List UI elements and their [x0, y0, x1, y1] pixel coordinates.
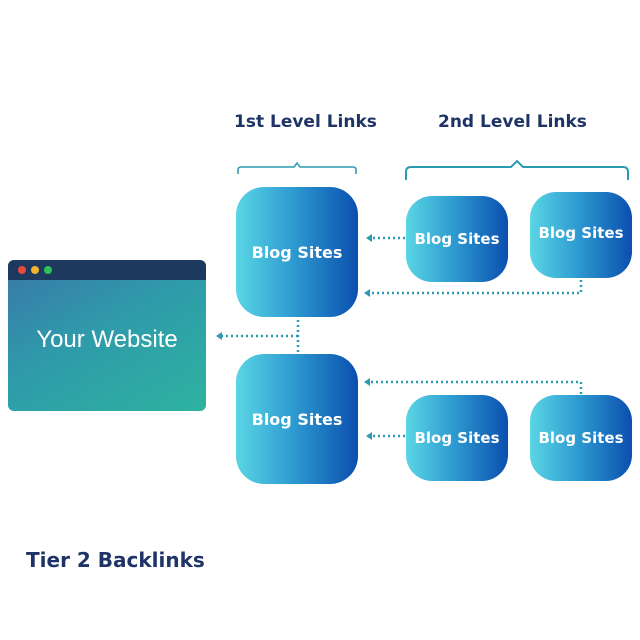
arrowhead-icon	[364, 289, 370, 297]
diagram-caption: Tier 2 Backlinks	[26, 548, 205, 572]
first-level-node: Blog Sites	[236, 354, 358, 484]
your-website-window: Your Website	[8, 260, 206, 411]
maximize-dot-icon	[44, 266, 52, 274]
your-website-label: Your Website	[36, 326, 178, 353]
second-level-brace	[405, 159, 629, 180]
arrowhead-icon	[366, 432, 372, 440]
window-title-bar	[8, 260, 206, 280]
node-label: Blog Sites	[538, 224, 624, 242]
node-label: Blog Sites	[538, 429, 624, 447]
second-level-node: Blog Sites	[530, 192, 632, 278]
connector-l2d-to-l1b	[370, 380, 583, 394]
first-level-brace	[237, 161, 357, 174]
arrowhead-icon	[364, 378, 370, 386]
node-label: Blog Sites	[251, 242, 343, 262]
arrowhead-icon	[366, 234, 372, 242]
arrowhead-icon	[216, 332, 222, 340]
node-label: Blog Sites	[251, 409, 343, 429]
second-level-heading: 2nd Level Links	[438, 112, 587, 132]
second-level-node: Blog Sites	[406, 395, 508, 481]
second-level-node: Blog Sites	[530, 395, 632, 481]
minimize-dot-icon	[31, 266, 39, 274]
node-label: Blog Sites	[414, 230, 500, 248]
first-level-node: Blog Sites	[236, 187, 358, 317]
node-label: Blog Sites	[414, 429, 500, 447]
connector-l1-to-website	[222, 320, 300, 352]
close-dot-icon	[18, 266, 26, 274]
first-level-heading: 1st Level Links	[234, 112, 377, 132]
second-level-node: Blog Sites	[406, 196, 508, 282]
